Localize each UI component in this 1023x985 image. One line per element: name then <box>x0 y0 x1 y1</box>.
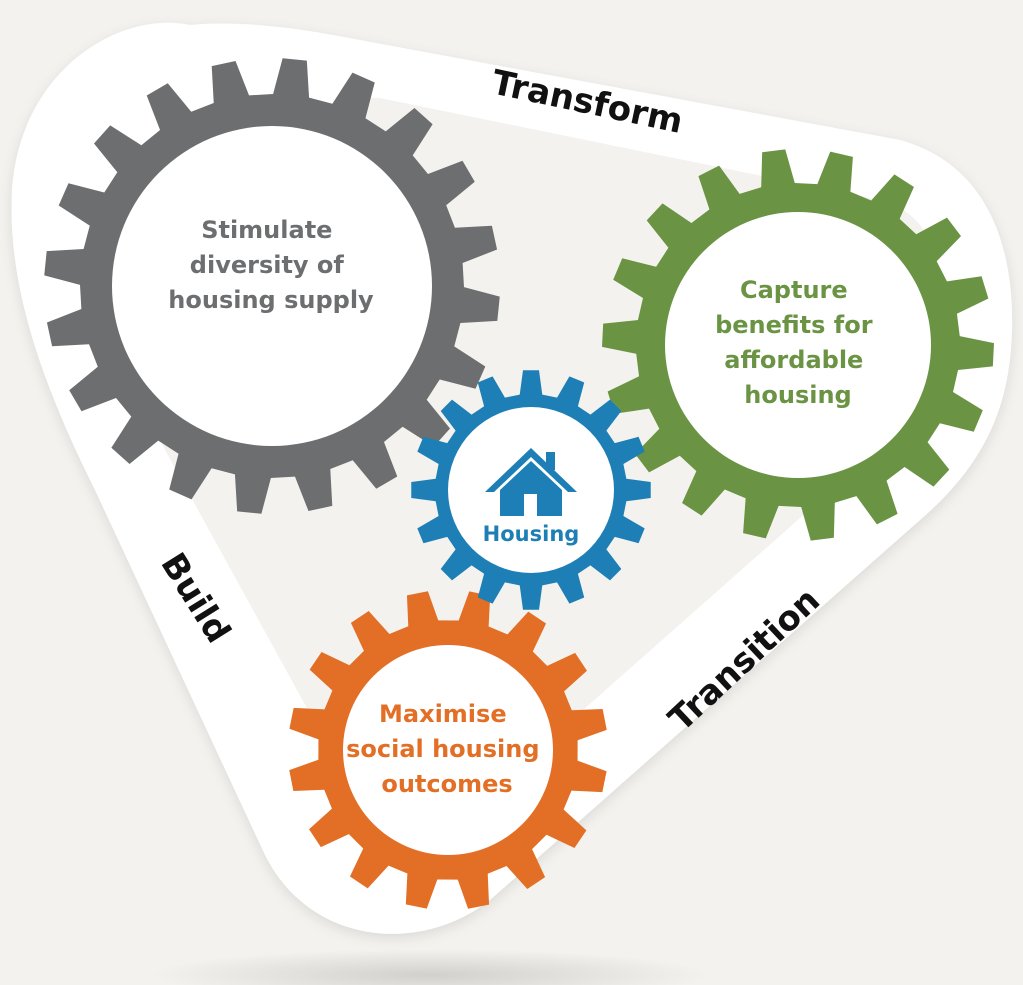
housing-label: Housing <box>483 522 580 546</box>
gear-social-hub <box>343 645 553 855</box>
gear-social-text: Maximise social housing outcomes <box>346 700 548 798</box>
house-icon <box>485 448 577 516</box>
gear-stimulate-supply <box>44 58 500 514</box>
floor-shadow <box>150 949 710 985</box>
gear-affordable-hub <box>665 212 931 478</box>
gear-capture-affordable <box>602 149 994 541</box>
gear-affordable-text: Capture benefits for affordable housing <box>715 276 881 409</box>
gear-supply-hub <box>112 126 432 446</box>
gear-supply-text: Stimulate diversity of housing supply <box>168 216 374 314</box>
gear-social-housing <box>289 591 607 909</box>
